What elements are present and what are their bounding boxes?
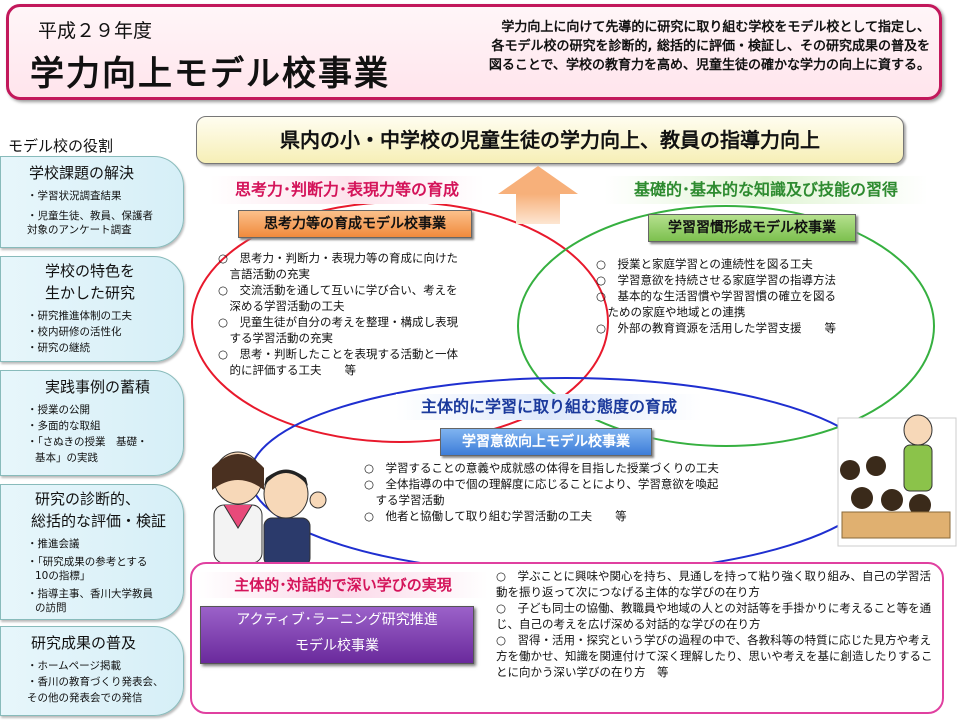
list-item: ○ 学習意欲を持続させる家庭学習の指導方法	[596, 273, 837, 287]
role-card-item: ・推進会議	[27, 538, 80, 550]
classroom-illustration	[837, 414, 957, 547]
list-item: ○ 学習することの意義や成就感の体得を目指した授業づくりの工夫	[364, 461, 719, 475]
list-item: 言語活動の充実	[218, 267, 310, 281]
role-card-title: 総括的な評価・検証	[31, 512, 167, 530]
role-card-title: 研究の診断的、	[35, 490, 141, 508]
motivation-project-label: 学習意欲向上モデル校事業	[440, 428, 652, 456]
list-item: ○ 子ども同士の協働、教職員や地域の人との対話等を手掛かりに考えること等を通じ、…	[496, 601, 932, 631]
role-card-item: ・学習状況調査結果	[27, 190, 122, 202]
list-item: ○ 思考・判断したことを表現する活動と一体	[218, 347, 459, 361]
page-title: 学力向上モデル校事業	[30, 54, 390, 94]
list-item: する学習活動の充実	[218, 331, 333, 345]
list-item: ○ 思考力・判断力・表現力等の育成に向けた	[218, 251, 459, 265]
role-card-title: 学校課題の解決	[29, 164, 135, 182]
role-card-characteristic-research: 学校の特色を 生かした研究 ・研究推進体制の工夫 ・校内研修の活性化 ・研究の継…	[0, 256, 184, 362]
role-card-dissemination: 研究成果の普及 ・ホームページ掲載 ・香川の教育づくり発表会、 その他の発表会で…	[0, 626, 184, 716]
goal-banner: 県内の小・中学校の児童生徒の学力向上、教員の指導力向上	[196, 116, 904, 164]
thinking-list: ○ 思考力・判断力・表現力等の育成に向けた 言語活動の充実 ○ 交流活動を通して…	[218, 250, 458, 378]
role-card-case-accumulation: 実践事例の蓄積 ・授業の公開 ・多面的な取組 ・「さぬきの授業 基礎・ 基本」の…	[0, 370, 184, 476]
role-card-item: ・研究推進体制の工夫	[27, 310, 132, 322]
habit-circle	[517, 205, 935, 447]
role-card-evaluation: 研究の診断的、 総括的な評価・検証 ・推進会議 ・「研究成果の参考とする 10の…	[0, 484, 184, 620]
role-card-item: ・「研究成果の参考とする	[27, 556, 148, 568]
role-card-item: ・授業の公開	[27, 404, 90, 416]
list-item: ○ 基本的な生活習慣や学習習慣の確立を図る	[596, 289, 837, 303]
purpose-text: 学力向上に向けて先導的に研究に取り組む学校をモデル校として指定し、 各モデル校の…	[410, 18, 930, 75]
list-item: ○ 外部の教育資源を活用した学習支援 等	[596, 321, 837, 335]
motivation-list: ○ 学習することの意義や成就感の体得を目指した授業づくりの工夫 ○ 全体指導の中…	[364, 460, 719, 524]
fiscal-year: 平成２９年度	[38, 20, 153, 42]
role-card-item: ・香川の教育づくり発表会、	[27, 676, 164, 688]
purpose-line: 図ることで、学校の教育力を高め、児童生徒の確かな学力の向上に資する。	[488, 58, 930, 73]
basic-heading: 基礎的･基本的な知識及び技能の習得	[604, 176, 928, 204]
basic-list: ○ 授業と家庭学習との連続性を図る工夫 ○ 学習意欲を持続させる家庭学習の指導方…	[596, 256, 836, 336]
role-card-item: ・指導主事、香川大学教員	[27, 588, 153, 600]
role-card-item: ・研究の継続	[27, 342, 90, 354]
list-item: ○ 交流活動を通して互いに学び合い、考えを	[218, 283, 458, 297]
role-card-title: 研究成果の普及	[31, 634, 137, 652]
active-learning-heading: 主体的･対話的で深い学びの実現	[198, 572, 488, 598]
header-panel	[6, 4, 942, 100]
list-item: 的に評価する工夫 等	[218, 363, 356, 377]
list-item: ○ 学ぶことに興味や関心を持ち、見通しを持って粘り強く取り組み、自己の学習活動を…	[496, 569, 931, 599]
list-item: ○ 全体指導の中で個の理解度に応じることにより、学習意欲を喚起	[364, 477, 719, 491]
up-arrow-stem	[516, 194, 560, 224]
list-item: する学習活動	[364, 493, 445, 507]
purpose-line: 各モデル校の研究を診断的, 総括的に評価・検証し、その研究成果の普及を	[491, 39, 930, 54]
up-arrow-icon	[498, 166, 578, 194]
role-card-item: ・児童生徒、教員、保護者	[27, 210, 153, 222]
role-card-item: の訪問	[35, 602, 67, 614]
purpose-line: 学力向上に向けて先導的に研究に取り組む学校をモデル校として指定し、	[501, 20, 930, 35]
role-card-item: ・ホームページ掲載	[27, 660, 121, 672]
active-learning-list: ○ 学ぶことに興味や関心を持ち、見通しを持って粘り強く取り組み、自己の学習活動を…	[496, 568, 936, 680]
motivation-heading: 主体的に学習に取り組む態度の育成	[396, 394, 702, 420]
list-item: 深める学習活動の工夫	[218, 299, 345, 313]
list-item: ○ 授業と家庭学習との連続性を図る工夫	[596, 257, 813, 271]
active-learning-project-label: アクティブ･ラーニング研究推進 モデル校事業	[200, 606, 474, 664]
role-card-item: ・校内研修の活性化	[27, 326, 122, 338]
list-item: ための家庭や地域との連携	[596, 305, 746, 319]
list-item: ○ 他者と協働して取り組む学習活動の工夫 等	[364, 509, 627, 523]
role-card-title: 学校の特色を	[45, 262, 136, 280]
list-item: ○ 習得・活用・探究という学びの過程の中で、各教科等の特質に応じた見方や考え方を…	[496, 633, 933, 679]
role-card-item: 基本」の実践	[35, 452, 98, 464]
sidebar-title: モデル校の役割	[8, 137, 114, 155]
project-label-line: モデル校事業	[295, 638, 379, 654]
role-card-title: 実践事例の蓄積	[45, 378, 151, 396]
role-card-item: その他の発表会での発信	[27, 692, 143, 704]
role-card-item: ・多面的な取組	[27, 420, 101, 432]
role-card-item: 10の指標」	[35, 570, 91, 582]
thinking-heading: 思考力･判断力･表現力等の育成	[210, 176, 484, 204]
list-item: ○ 児童生徒が自分の考えを整理・構成し表現	[218, 315, 459, 329]
role-card-title: 生かした研究	[45, 284, 136, 302]
basic-project-label: 学習習慣形成モデル校事業	[648, 214, 856, 242]
role-card-item: ・「さぬきの授業 基礎・	[27, 436, 148, 448]
role-card-item: 対象のアンケート調査	[27, 224, 132, 236]
thinking-project-label: 思考力等の育成モデル校事業	[238, 210, 472, 238]
project-label-line: アクティブ･ラーニング研究推進	[236, 612, 438, 628]
role-card-issue-solving: 学校課題の解決 ・学習状況調査結果 ・児童生徒、教員、保護者 対象のアンケート調…	[0, 156, 184, 248]
students-illustration	[212, 451, 327, 567]
